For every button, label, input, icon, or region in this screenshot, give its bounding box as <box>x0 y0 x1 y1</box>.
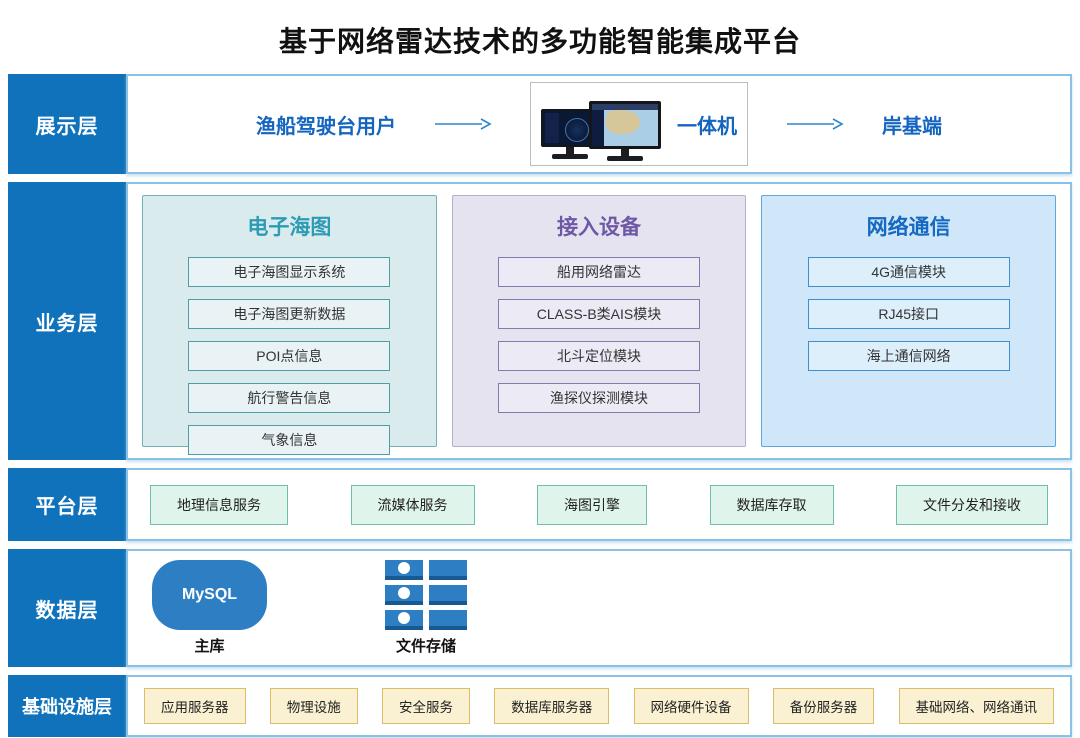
monitors-graphic <box>541 89 671 161</box>
mysql-database-icon: MySQL <box>152 560 267 630</box>
layer-row-business: 业务层 电子海图 电子海图显示系统 电子海图更新数据 POI点信息 航行警告信息… <box>8 182 1072 460</box>
infrastructure-item: 物理设施 <box>269 688 358 724</box>
layer-row-platform: 平台层 地理信息服务 流媒体服务 海图引擎 数据库存取 文件分发和接收 <box>8 468 1072 541</box>
all-in-one-label: 一体机 <box>677 116 737 138</box>
file-storage-icon <box>385 560 467 630</box>
electronic-chart-column: 电子海图 电子海图显示系统 电子海图更新数据 POI点信息 航行警告信息 气象信… <box>142 195 437 455</box>
business-item: 4G通信模块 <box>807 257 1010 287</box>
platform-layer-content: 地理信息服务 流媒体服务 海图引擎 数据库存取 文件分发和接收 <box>126 468 1072 541</box>
presentation-layer-content: 渔船驾驶台用户 <box>126 74 1072 174</box>
business-layer-label: 业务层 <box>8 182 126 460</box>
business-layer-content: 电子海图 电子海图显示系统 电子海图更新数据 POI点信息 航行警告信息 气象信… <box>126 182 1072 460</box>
business-item: RJ45接口 <box>807 299 1010 329</box>
bridge-user-label: 渔船驾驶台用户 <box>256 115 396 138</box>
file-storage-group: 文件存储 <box>385 560 467 656</box>
business-item: 船用网络雷达 <box>498 257 700 287</box>
data-layer-label: 数据层 <box>8 549 126 667</box>
access-devices-title: 接入设备 <box>557 216 641 239</box>
business-item: 航行警告信息 <box>188 383 391 413</box>
business-item: 海上通信网络 <box>807 341 1010 371</box>
infrastructure-layer-label: 基础设施层 <box>8 675 126 737</box>
access-devices-column: 接入设备 船用网络雷达 CLASS-B类AIS模块 北斗定位模块 渔探仪探测模块 <box>451 195 747 447</box>
business-item: 电子海图显示系统 <box>188 257 391 287</box>
business-item: 电子海图更新数据 <box>188 299 391 329</box>
infrastructure-item: 基础网络、网络通讯 <box>898 688 1054 724</box>
layer-row-presentation: 展示层 渔船驾驶台用户 <box>8 74 1072 174</box>
infrastructure-layer-content: 应用服务器 物理设施 安全服务 数据库服务器 网络硬件设备 备份服务器 基础网络… <box>126 675 1072 737</box>
shore-terminal-label: 岸基端 <box>882 115 942 138</box>
business-item: 北斗定位模块 <box>498 341 700 371</box>
electronic-chart-title: 电子海图 <box>247 216 332 239</box>
network-communication-title: 网络通信 <box>866 216 951 239</box>
all-in-one-device-box: 一体机 <box>530 82 748 166</box>
infrastructure-item: 网络硬件设备 <box>633 688 749 724</box>
infrastructure-item: 安全服务 <box>382 688 470 724</box>
data-layer-content: MySQL 主库 文件存储 <box>126 549 1072 667</box>
business-item: POI点信息 <box>188 341 391 371</box>
mysql-caption: 主库 <box>194 638 225 655</box>
platform-item: 地理信息服务 <box>150 484 288 525</box>
page-title: 基于网络雷达技术的多功能智能集成平台 <box>278 26 801 57</box>
infrastructure-item: 备份服务器 <box>772 688 875 724</box>
infrastructure-item: 数据库服务器 <box>494 688 610 724</box>
platform-item: 数据库存取 <box>709 484 834 525</box>
business-item: CLASS-B类AIS模块 <box>498 299 700 329</box>
business-item: 渔探仪探测模块 <box>498 383 700 413</box>
mysql-database-group: MySQL 主库 <box>152 560 267 656</box>
network-communication-column: 网络通信 4G通信模块 RJ45接口 海上通信网络 <box>761 195 1057 447</box>
platform-item: 流媒体服务 <box>350 484 475 525</box>
infrastructure-item: 应用服务器 <box>144 688 246 724</box>
presentation-layer-label: 展示层 <box>8 74 126 174</box>
chart-monitor-icon <box>589 100 661 161</box>
arrow-right-icon <box>787 118 844 130</box>
business-item: 气象信息 <box>188 425 391 455</box>
platform-item: 海图引擎 <box>537 484 647 525</box>
platform-layer-label: 平台层 <box>8 468 126 541</box>
layer-row-data: 数据层 MySQL 主库 文件存储 <box>8 549 1072 667</box>
layer-row-infrastructure: 基础设施层 应用服务器 物理设施 安全服务 数据库服务器 网络硬件设备 备份服务… <box>8 675 1072 737</box>
arrow-right-icon <box>435 118 492 130</box>
file-storage-caption: 文件存储 <box>395 638 456 655</box>
platform-item: 文件分发和接收 <box>896 484 1048 525</box>
